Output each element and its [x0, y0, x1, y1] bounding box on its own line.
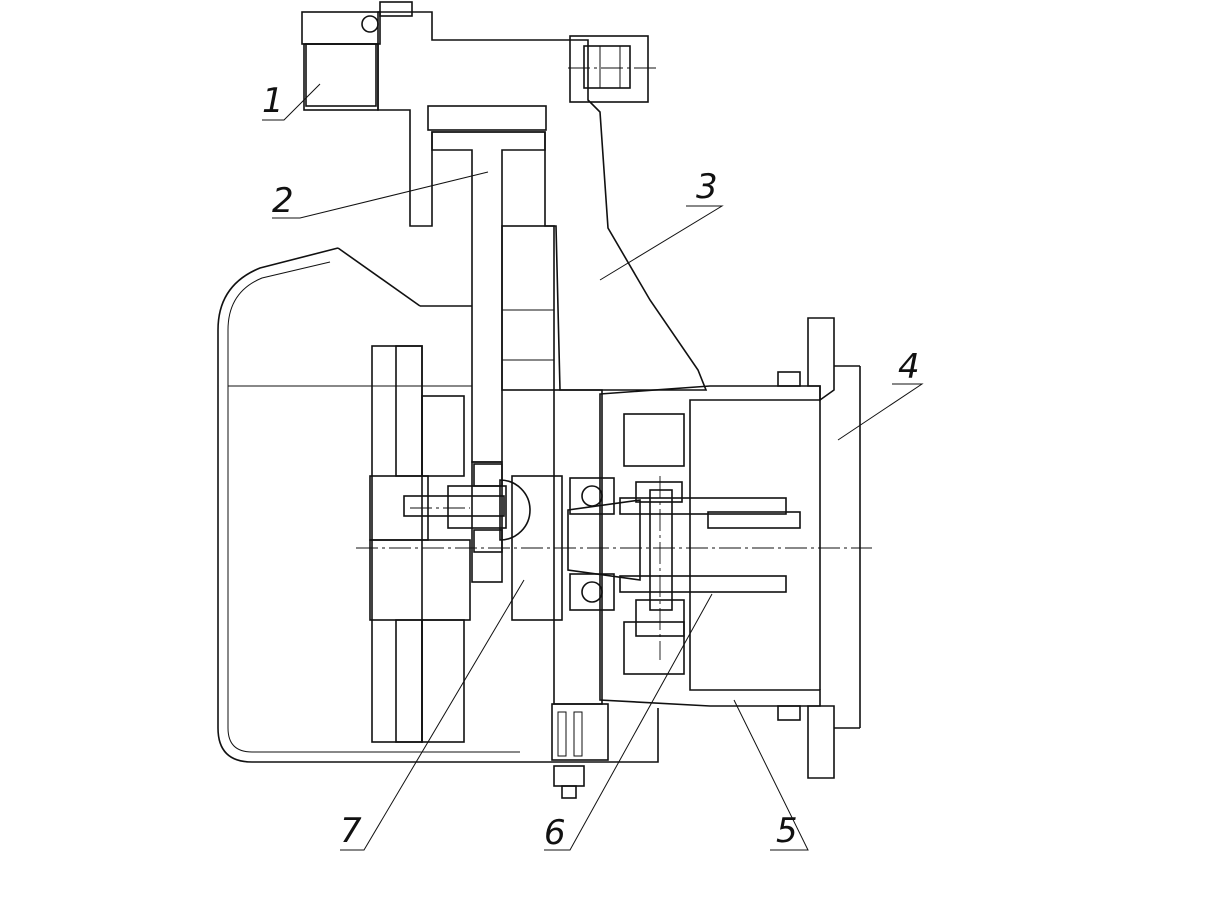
housing-body: [377, 11, 708, 391]
flange: [777, 317, 861, 779]
top-right-plug: [569, 35, 649, 103]
clamp-body: [599, 385, 821, 707]
top-cap: [301, 1, 413, 111]
ball-joint: [403, 463, 563, 621]
left-disc: [369, 345, 471, 743]
callout-7: 7: [340, 811, 362, 851]
tank-outline: [217, 247, 659, 763]
callout-6: 6: [544, 813, 566, 853]
callout-3: 3: [696, 167, 718, 207]
guide-column: [501, 225, 555, 391]
leader-lines: [262, 83, 924, 851]
callout-4: 4: [898, 347, 920, 387]
center-lines: [356, 67, 872, 660]
center-shaft: [553, 389, 641, 705]
callout-5: 5: [776, 811, 798, 851]
callout-1: 1: [262, 81, 284, 121]
bottom-bolts: [551, 703, 609, 799]
callout-2: 2: [272, 181, 294, 221]
t-rod: [431, 131, 546, 583]
callout-labels: 1 2 3 4 5 6 7: [262, 81, 920, 853]
